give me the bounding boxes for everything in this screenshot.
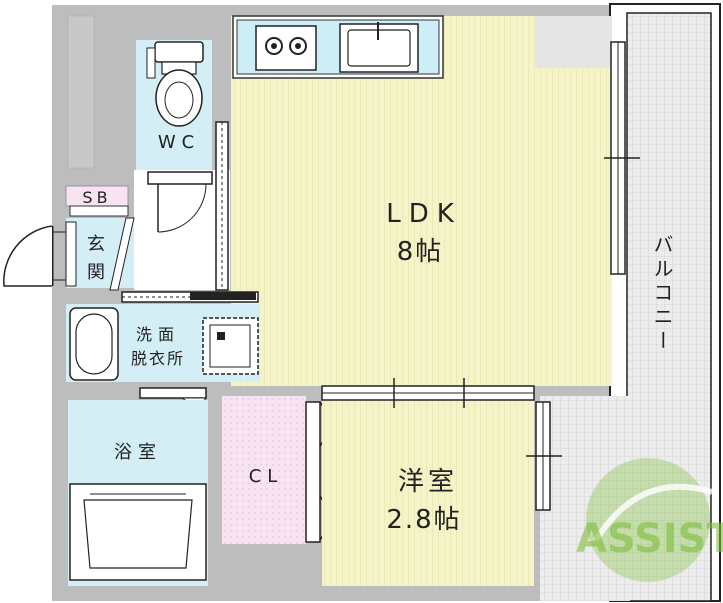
entrance <box>3 217 135 291</box>
gas-stove-icon <box>255 25 317 71</box>
bath-label: 浴室 <box>114 442 162 463</box>
wc-door <box>147 171 213 233</box>
toilet-icon <box>146 41 204 127</box>
western-label: 洋室 <box>398 467 458 497</box>
wc-label: WC <box>158 132 200 153</box>
western-window <box>526 401 562 511</box>
sliding-door <box>321 378 535 408</box>
logo-icon: ASSIST <box>576 458 723 582</box>
washing-machine-icon <box>202 317 259 375</box>
washroom-label-2: 脱衣所 <box>131 349 185 368</box>
washbasin-icon <box>69 307 119 381</box>
closet <box>222 396 306 544</box>
entrance-label-2: 関 <box>87 262 105 283</box>
balcony-label: バルコニー <box>650 234 674 354</box>
hallway <box>134 170 230 290</box>
ldk-size: 8帖 <box>397 237 444 267</box>
entrance-label-1: 玄 <box>87 234 105 255</box>
washroom-label-1: 洗面 <box>136 325 180 344</box>
fridge-space <box>535 16 612 68</box>
bathtub-icon <box>69 483 207 581</box>
balcony <box>540 3 721 602</box>
kitchen-sink-icon <box>339 22 419 73</box>
sb-label: SB <box>82 188 111 207</box>
western-size: 2.8帖 <box>386 505 461 535</box>
svg-text:ASSIST: ASSIST <box>576 516 723 562</box>
western-room <box>322 400 534 586</box>
ldk-label: LDK <box>386 199 462 229</box>
closet-label: CL <box>249 466 284 487</box>
